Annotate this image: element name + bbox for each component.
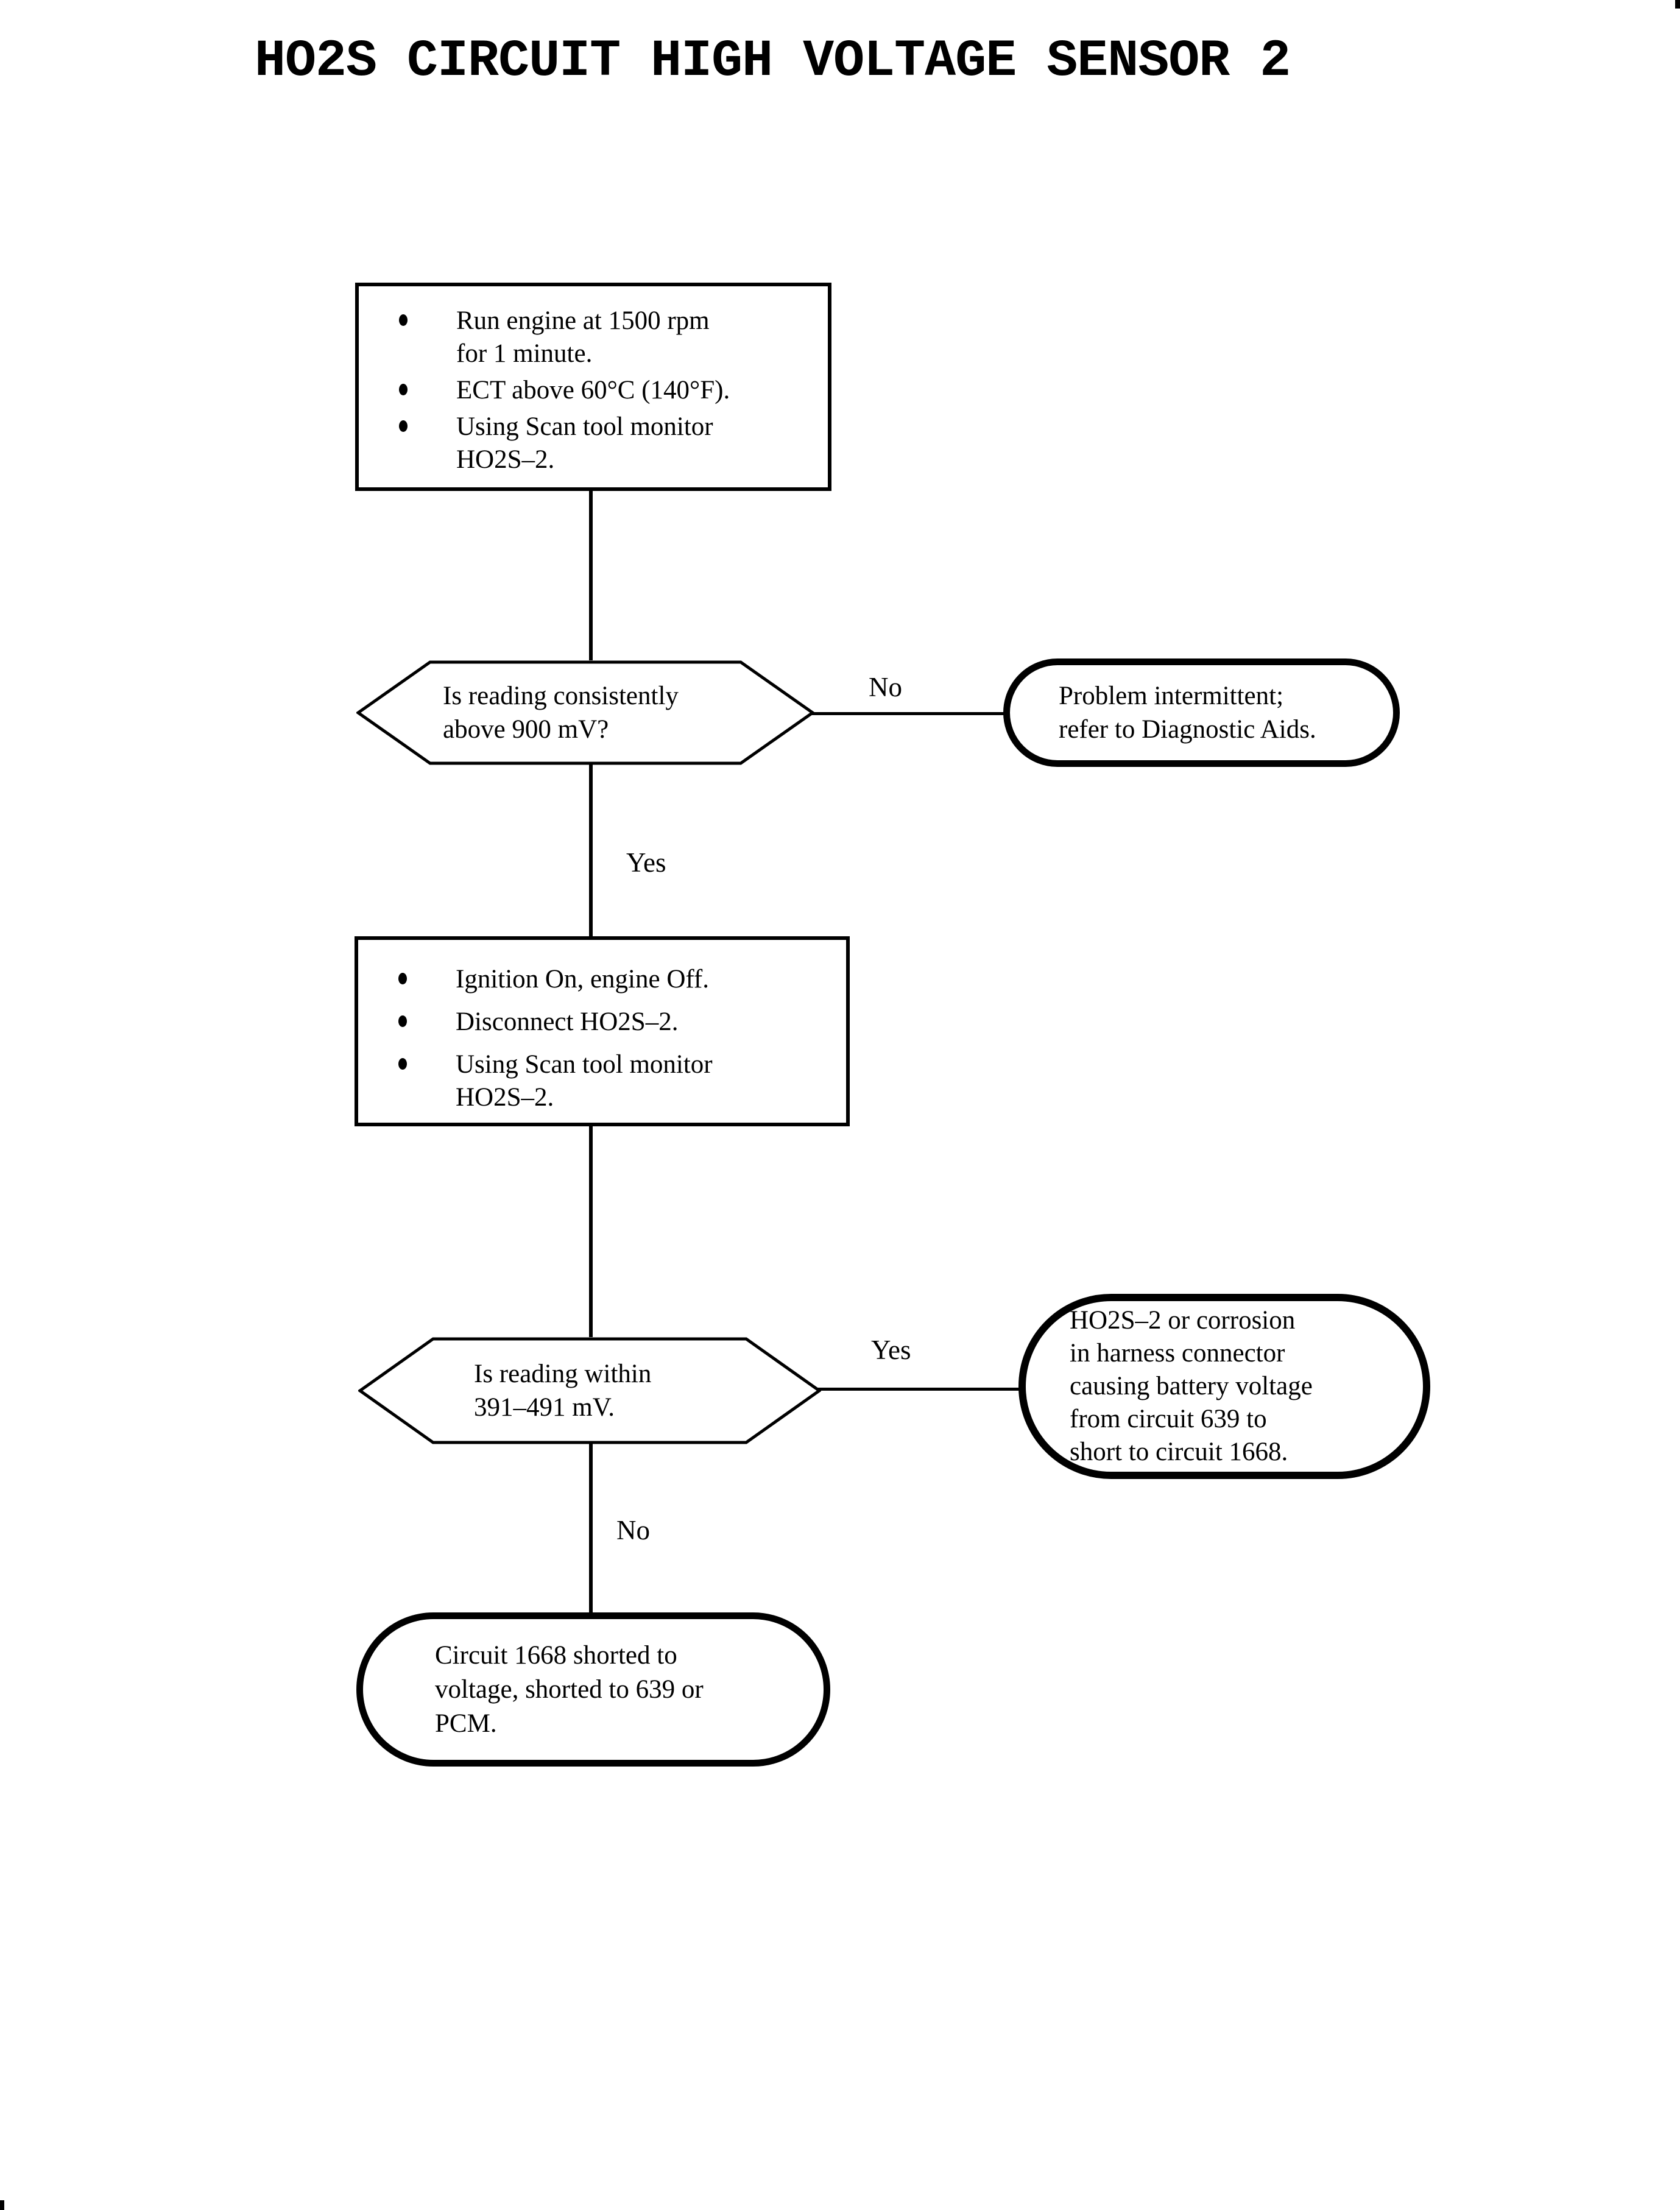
terminal-ho2s2-corrosion: HO2S–2 or corrosion in harness connector… <box>1018 1294 1430 1479</box>
connector-line-vertical-4 <box>589 1441 593 1614</box>
edge-label-yes-2: Yes <box>871 1335 911 1365</box>
edge-label-yes-1: Yes <box>626 847 666 878</box>
process-box-run-engine: Run engine at 1500 rpm for 1 minute. ECT… <box>355 283 831 491</box>
bullet-icon <box>399 420 408 432</box>
decision-question: Is reading within 391–491 mV. <box>474 1360 652 1422</box>
connector-line-no-1 <box>810 712 1006 715</box>
scan-artifact-top-right <box>1675 0 1680 9</box>
list-item-text: ECT above 60°C (140°F). <box>456 376 730 404</box>
list-item: ECT above 60°C (140°F). <box>399 374 816 407</box>
list-item: Ignition On, engine Off. <box>398 963 834 996</box>
terminal-text: Problem intermittent; refer to Diagnosti… <box>1059 682 1316 744</box>
list-item-text: Disconnect HO2S–2. <box>456 1008 679 1036</box>
bullet-icon <box>398 973 407 984</box>
list-item-text: Ignition On, engine Off. <box>456 965 709 994</box>
connector-line-yes-2 <box>817 1388 1021 1391</box>
list-item-text: Using Scan tool monitor HO2S–2. <box>456 412 713 474</box>
bullet-icon <box>399 314 408 326</box>
edge-label-no-2: No <box>616 1515 650 1545</box>
bullet-icon <box>398 1058 407 1070</box>
connector-line-vertical-1 <box>589 487 593 664</box>
page-title: HO2S CIRCUIT HIGH VOLTAGE SENSOR 2 <box>255 32 1291 91</box>
list-item: Using Scan tool monitor HO2S–2. <box>398 1048 834 1114</box>
list-item-text: Using Scan tool monitor HO2S–2. <box>456 1050 713 1112</box>
bullet-list: Run engine at 1500 rpm for 1 minute. ECT… <box>359 286 828 487</box>
decision-hexagon-reading-above-900mv: Is reading consistently above 900 mV? <box>356 660 814 765</box>
scan-artifact-bottom-left <box>0 2200 4 2210</box>
terminal-circuit-1668-shorted: Circuit 1668 shorted to voltage, shorted… <box>356 1612 830 1767</box>
decision-question: Is reading consistently above 900 mV? <box>443 682 679 744</box>
connector-line-vertical-3 <box>589 1124 593 1340</box>
process-box-ignition-on: Ignition On, engine Off. Disconnect HO2S… <box>355 936 850 1126</box>
bullet-icon <box>399 384 408 395</box>
terminal-text: Circuit 1668 shorted to voltage, shorted… <box>435 1640 704 1738</box>
list-item: Using Scan tool monitor HO2S–2. <box>399 411 816 476</box>
edge-label-no-1: No <box>869 672 902 702</box>
list-item-text: Run engine at 1500 rpm for 1 minute. <box>456 306 710 368</box>
list-item: Run engine at 1500 rpm for 1 minute. <box>399 305 816 370</box>
list-item: Disconnect HO2S–2. <box>398 1006 834 1039</box>
connector-line-vertical-2 <box>589 763 593 939</box>
bullet-list: Ignition On, engine Off. Disconnect HO2S… <box>358 940 846 1123</box>
decision-hexagon-reading-391-491mv: Is reading within 391–491 mV. <box>358 1337 821 1444</box>
terminal-problem-intermittent: Problem intermittent; refer to Diagnosti… <box>1003 658 1400 767</box>
bullet-icon <box>398 1015 407 1027</box>
hexagon-outline-icon <box>358 1337 821 1444</box>
terminal-text: HO2S–2 or corrosion in harness connector… <box>1070 1306 1313 1466</box>
